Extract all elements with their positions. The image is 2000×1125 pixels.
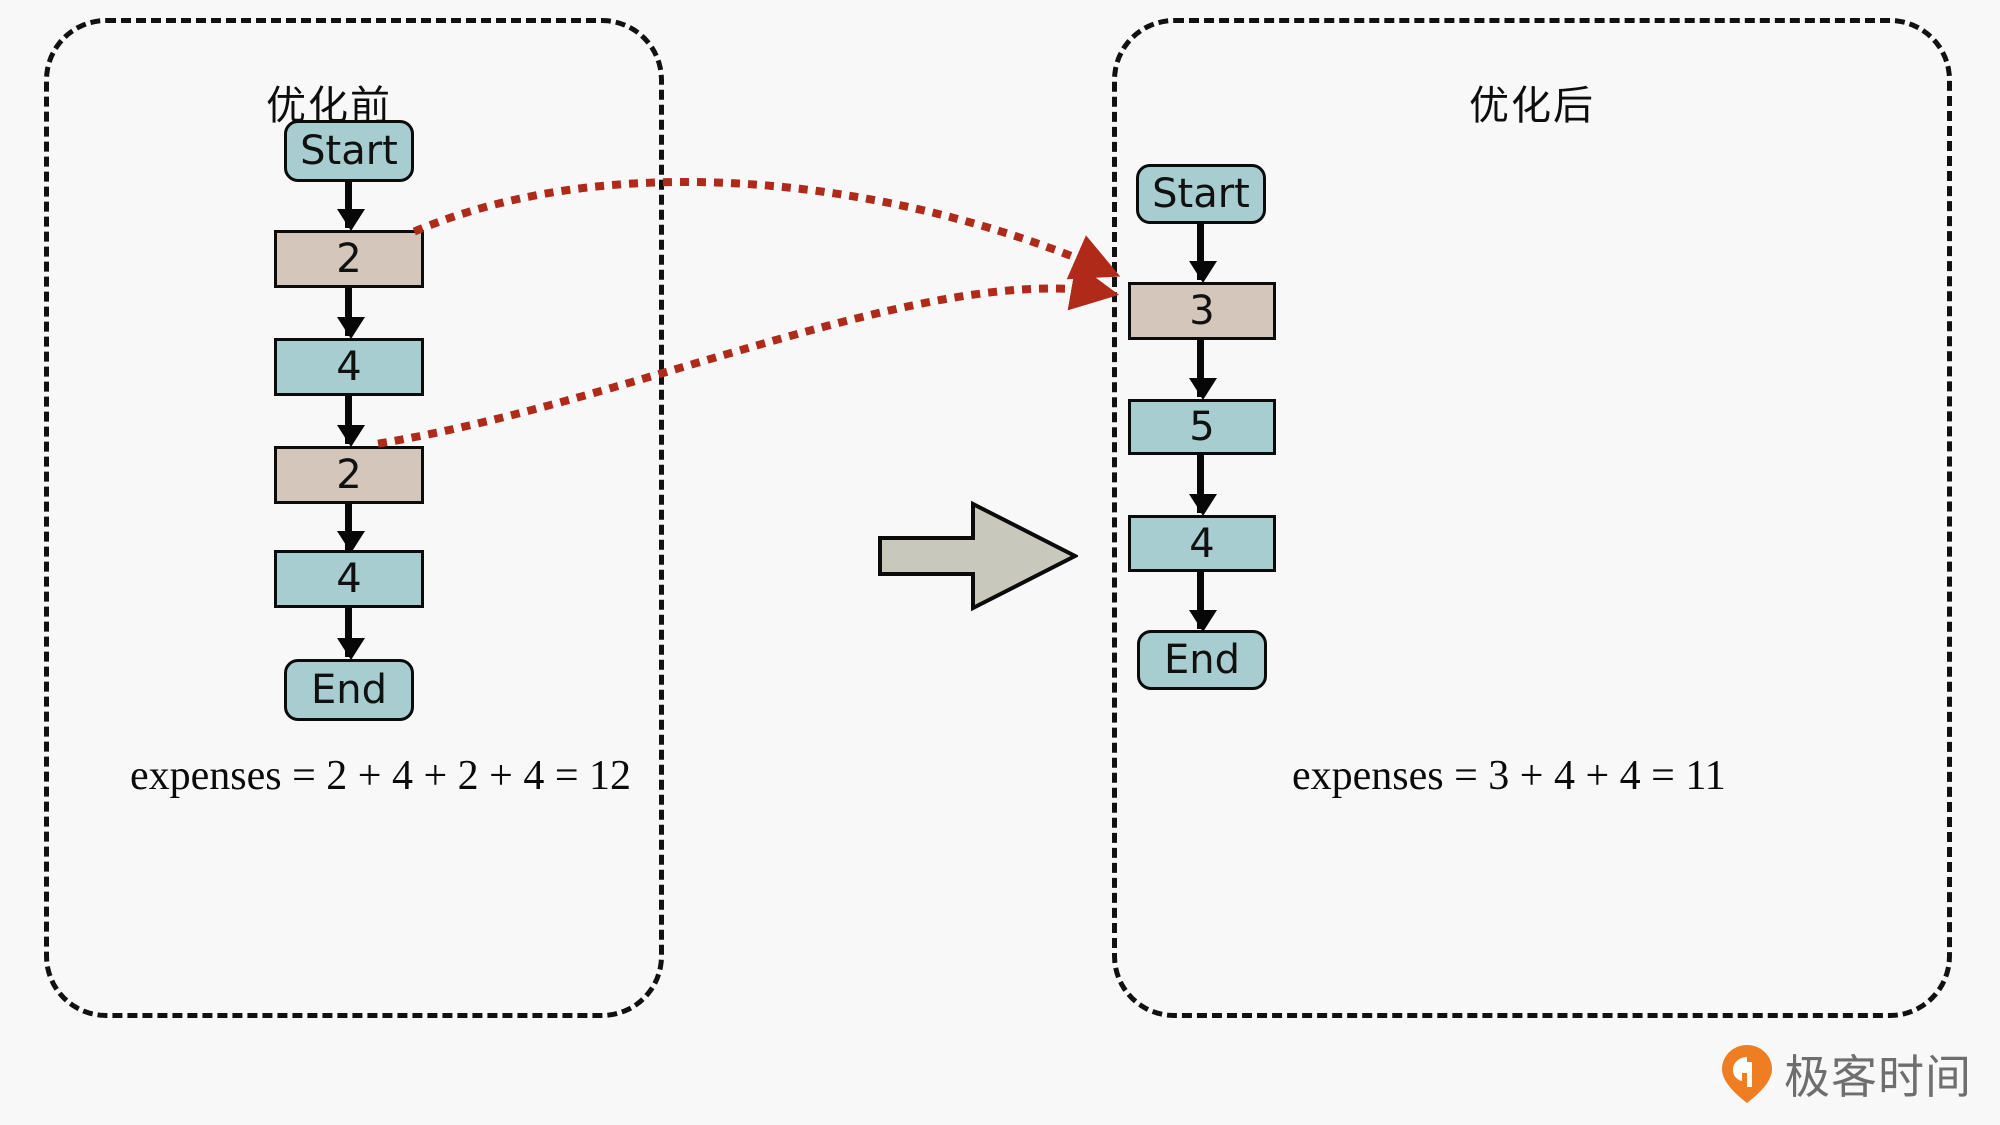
node-after-cost-3: 3	[1128, 282, 1276, 340]
connector-after-2	[1189, 340, 1217, 400]
node-label: 5	[1189, 404, 1215, 450]
geektime-logo-icon	[1722, 1045, 1772, 1103]
connector-after-3	[1189, 455, 1217, 516]
node-after-end: End	[1137, 630, 1267, 690]
node-after-cost-5: 5	[1128, 399, 1276, 455]
node-label: 2	[336, 236, 362, 282]
node-before-cost-4b: 4	[274, 550, 424, 608]
node-before-cost-4a: 4	[274, 338, 424, 396]
node-label: End	[310, 667, 387, 713]
node-before-cost-2b: 2	[274, 446, 424, 504]
node-label: 4	[336, 556, 362, 602]
connector-after-4	[1189, 572, 1217, 632]
node-label: End	[1163, 637, 1240, 683]
expenses-before: expenses = 2 + 4 + 2 + 4 = 12	[130, 753, 632, 799]
node-before-cost-2a: 2	[274, 230, 424, 288]
node-before-start: Start	[284, 120, 414, 182]
node-after-cost-4: 4	[1128, 515, 1276, 572]
connector-after-1	[1189, 224, 1217, 283]
watermark-text: 极客时间	[1784, 1050, 1972, 1104]
node-label: 2	[336, 452, 362, 498]
connector-before-5	[337, 608, 365, 660]
node-label: 4	[336, 344, 362, 390]
expenses-after: expenses = 3 + 4 + 4 = 11	[1292, 753, 1726, 799]
node-label: 4	[1189, 520, 1215, 567]
transformation-arrow	[878, 500, 1078, 612]
connector-before-4	[337, 504, 365, 553]
node-label: Start	[1152, 171, 1250, 217]
connector-before-1	[337, 182, 365, 231]
panel-after-optimization: 优化后	[1112, 18, 1952, 1018]
panel-after-title: 优化后	[1469, 83, 1595, 129]
node-label: 3	[1189, 288, 1215, 334]
node-before-end: End	[284, 659, 414, 721]
node-label: Start	[300, 128, 398, 174]
watermark: 极客时间	[1720, 1041, 1972, 1107]
connector-before-2	[337, 288, 365, 339]
connector-before-3	[337, 396, 365, 447]
node-after-start: Start	[1136, 164, 1266, 224]
